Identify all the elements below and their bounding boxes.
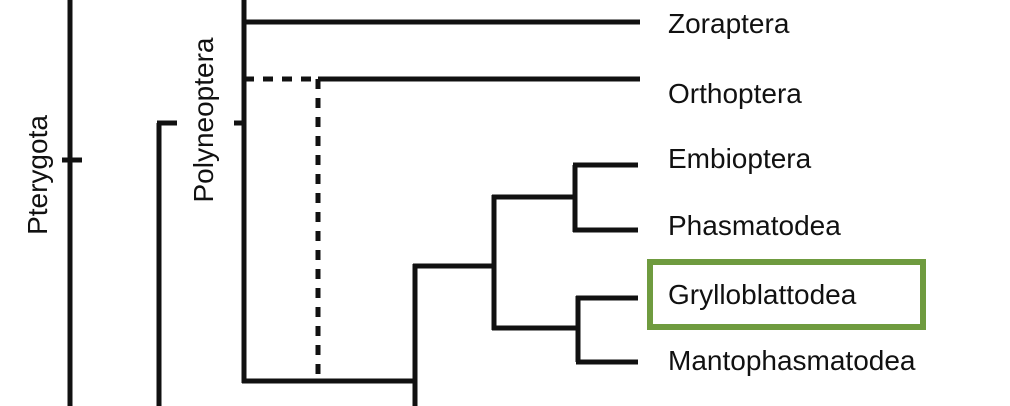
highlight-box — [647, 259, 926, 330]
polyneoptera-label: Polyneoptera — [188, 37, 219, 202]
taxon-label-zoraptera: Zoraptera — [668, 8, 790, 39]
taxon-label-embioptera: Embioptera — [668, 143, 812, 174]
taxon-label-phasmatodea: Phasmatodea — [668, 210, 841, 241]
pterygota-label: Pterygota — [22, 115, 53, 235]
taxon-label-orthoptera: Orthoptera — [668, 78, 802, 109]
taxon-label-grylloblattodea: Grylloblattodea — [668, 279, 857, 310]
taxon-label-mantophasmatodea: Mantophasmatodea — [668, 345, 916, 376]
